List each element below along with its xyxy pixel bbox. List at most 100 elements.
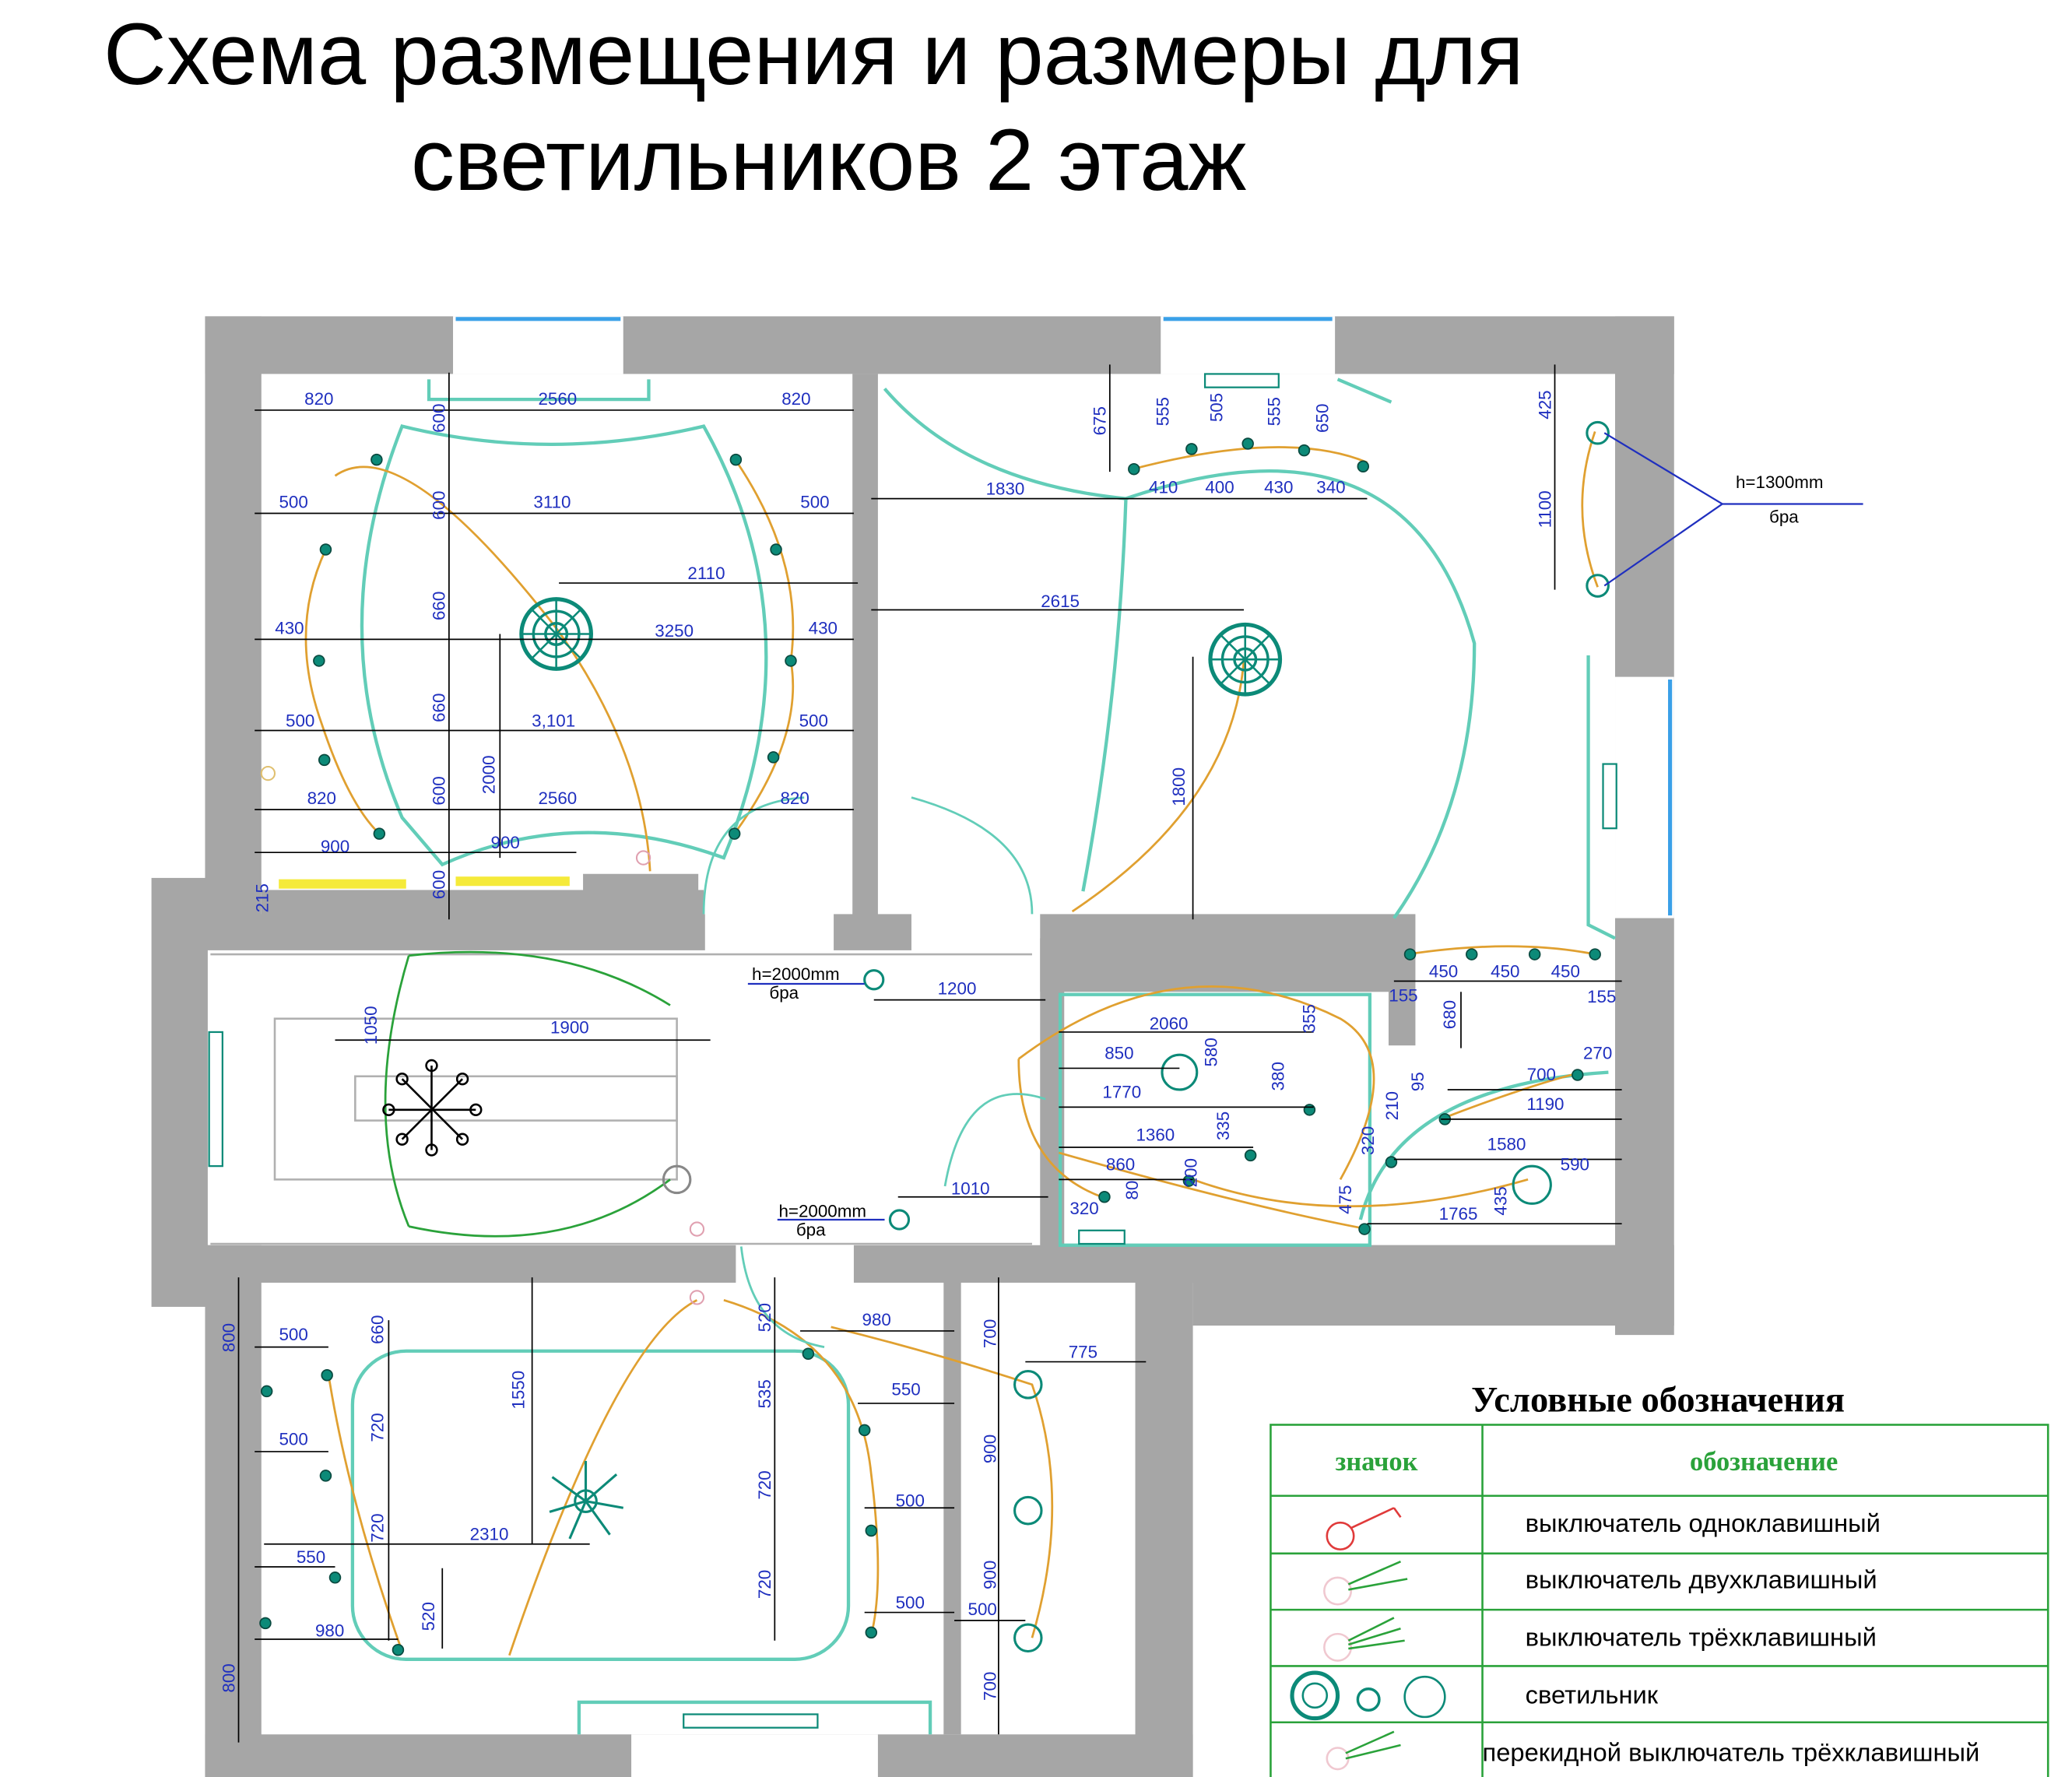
dimension-label: 535	[755, 1379, 774, 1408]
dimension-label: 340	[1316, 478, 1345, 497]
dimension-label: 410	[1149, 478, 1178, 497]
chandelier-icon	[549, 1460, 624, 1540]
dimension-label: 660	[367, 1315, 387, 1344]
dimension-label: 580	[1202, 1038, 1221, 1066]
dimension-label: 355	[1299, 1004, 1319, 1033]
legend-row-label: выключатель одноклавишный	[1526, 1508, 1881, 1537]
dimension-label: 320	[1358, 1126, 1378, 1155]
dimension-label: 3110	[533, 493, 571, 512]
legend-table	[1270, 1424, 2049, 1777]
legend-title: Условные обозначения	[1471, 1380, 1845, 1420]
dimension-label: 680	[1440, 1000, 1459, 1029]
legend-row-label: выключатель двухклавишный	[1526, 1565, 1877, 1594]
dimension-label: 155	[1389, 985, 1417, 1005]
dimension-label: 550	[297, 1547, 325, 1567]
dimension-label: 500	[968, 1600, 997, 1619]
dimension-label: 720	[367, 1513, 387, 1542]
dimension-label: 600	[430, 776, 449, 805]
dimension-label: 450	[1491, 961, 1519, 981]
dimension-label: 400	[1205, 478, 1234, 497]
dimension-label: 600	[430, 491, 449, 520]
circle-lamp-icon	[662, 420, 1610, 1653]
dimension-label: 555	[1265, 397, 1284, 426]
dimension-label: 2110	[687, 564, 725, 583]
dimension-label: 800	[219, 1663, 238, 1692]
legend-row-label: светильник	[1526, 1680, 1659, 1709]
height-label: h=2000mm	[752, 964, 840, 984]
dimension-label: 520	[755, 1303, 774, 1332]
chandelier-icon	[382, 1059, 483, 1157]
bra-leaders	[747, 432, 1863, 1221]
dimension-label: 500	[896, 1593, 925, 1612]
dimension-label: 500	[286, 711, 314, 730]
dimension-label: 820	[307, 788, 336, 808]
dimension-label: 2560	[538, 389, 577, 409]
dimension-label: 900	[321, 837, 349, 856]
dimension-label: 1100	[1535, 490, 1554, 528]
dimension-label: 720	[755, 1470, 774, 1499]
dimension-label: 860	[1106, 1154, 1135, 1174]
dimension-label: 720	[755, 1570, 774, 1599]
dimension-label: 2310	[470, 1525, 509, 1544]
dimension-label: 820	[304, 389, 333, 409]
dimension-label: 475	[1336, 1185, 1355, 1214]
dimension-label: 1190	[1526, 1094, 1564, 1114]
dimension-label: 80	[1122, 1181, 1142, 1200]
dimension-label: 335	[1213, 1112, 1233, 1140]
dimension-label: 430	[809, 619, 838, 638]
ceiling-lamps	[382, 420, 1610, 1653]
height-label: h=2000mm	[778, 1202, 866, 1221]
dimension-label: 270	[1583, 1043, 1612, 1062]
dimension-label: 500	[279, 1429, 307, 1449]
radiators	[208, 373, 1617, 1729]
dimension-label: 500	[279, 493, 307, 512]
dimension-label: 450	[1429, 961, 1458, 981]
dimension-label: 435	[1491, 1186, 1511, 1215]
walls	[151, 316, 1674, 1777]
windows	[455, 317, 1673, 916]
page-title: Схема размещения и размеры для светильни…	[0, 0, 2072, 234]
stair	[210, 953, 1032, 1245]
dimension-label: 675	[1090, 406, 1110, 435]
dimension-label: 820	[780, 788, 809, 808]
dimension-label: 850	[1104, 1043, 1133, 1062]
fixture-label: бра	[1769, 507, 1799, 527]
dimension-label: 450	[1551, 961, 1580, 981]
dimension-label: 720	[367, 1413, 387, 1442]
dimension-label: 700	[980, 1319, 999, 1348]
height-label: h=1300mm	[1736, 472, 1824, 492]
dimension-lines	[237, 364, 1622, 1743]
dimension-label: 2060	[1150, 1013, 1189, 1033]
title-line-1: Схема размещения и размеры для	[104, 5, 1524, 103]
triple-switch-icon	[1323, 1617, 1405, 1662]
switch-icon	[260, 765, 705, 1305]
dimension-label: 660	[430, 592, 449, 620]
dimension-label: 820	[781, 389, 810, 409]
dimension-label: 775	[1069, 1342, 1097, 1361]
ceiling-outlines	[350, 378, 1616, 1735]
dimension-label: 1360	[1136, 1125, 1175, 1144]
dimension-label: 2560	[538, 788, 577, 808]
dimension-label: 1830	[986, 479, 1025, 498]
dimension-label: 430	[1264, 478, 1293, 497]
dimension-label: 215	[252, 883, 272, 912]
dimension-label: 430	[275, 619, 304, 638]
double-switch-icon	[1323, 1560, 1408, 1606]
dimension-label: 500	[896, 1491, 925, 1511]
dimension-label: 500	[279, 1325, 307, 1344]
lamp-icon	[1290, 1670, 1446, 1721]
dimension-label: 900	[980, 1435, 999, 1463]
dimension-label: 520	[419, 1602, 438, 1631]
dimension-label: 505	[1206, 393, 1226, 422]
fixture-label: бра	[796, 1220, 826, 1240]
legend-col-icon: значок	[1336, 1447, 1418, 1477]
dimension-label: 210	[1382, 1091, 1402, 1120]
dimension-label: 650	[1313, 404, 1333, 433]
dimension-label: 980	[862, 1310, 891, 1329]
chandelier-icon	[519, 597, 593, 671]
dimension-label: 1765	[1439, 1204, 1478, 1224]
dimension-label: 1550	[508, 1371, 528, 1410]
dimension-label: 1800	[1169, 767, 1189, 806]
dimension-label: 1010	[951, 1178, 990, 1198]
